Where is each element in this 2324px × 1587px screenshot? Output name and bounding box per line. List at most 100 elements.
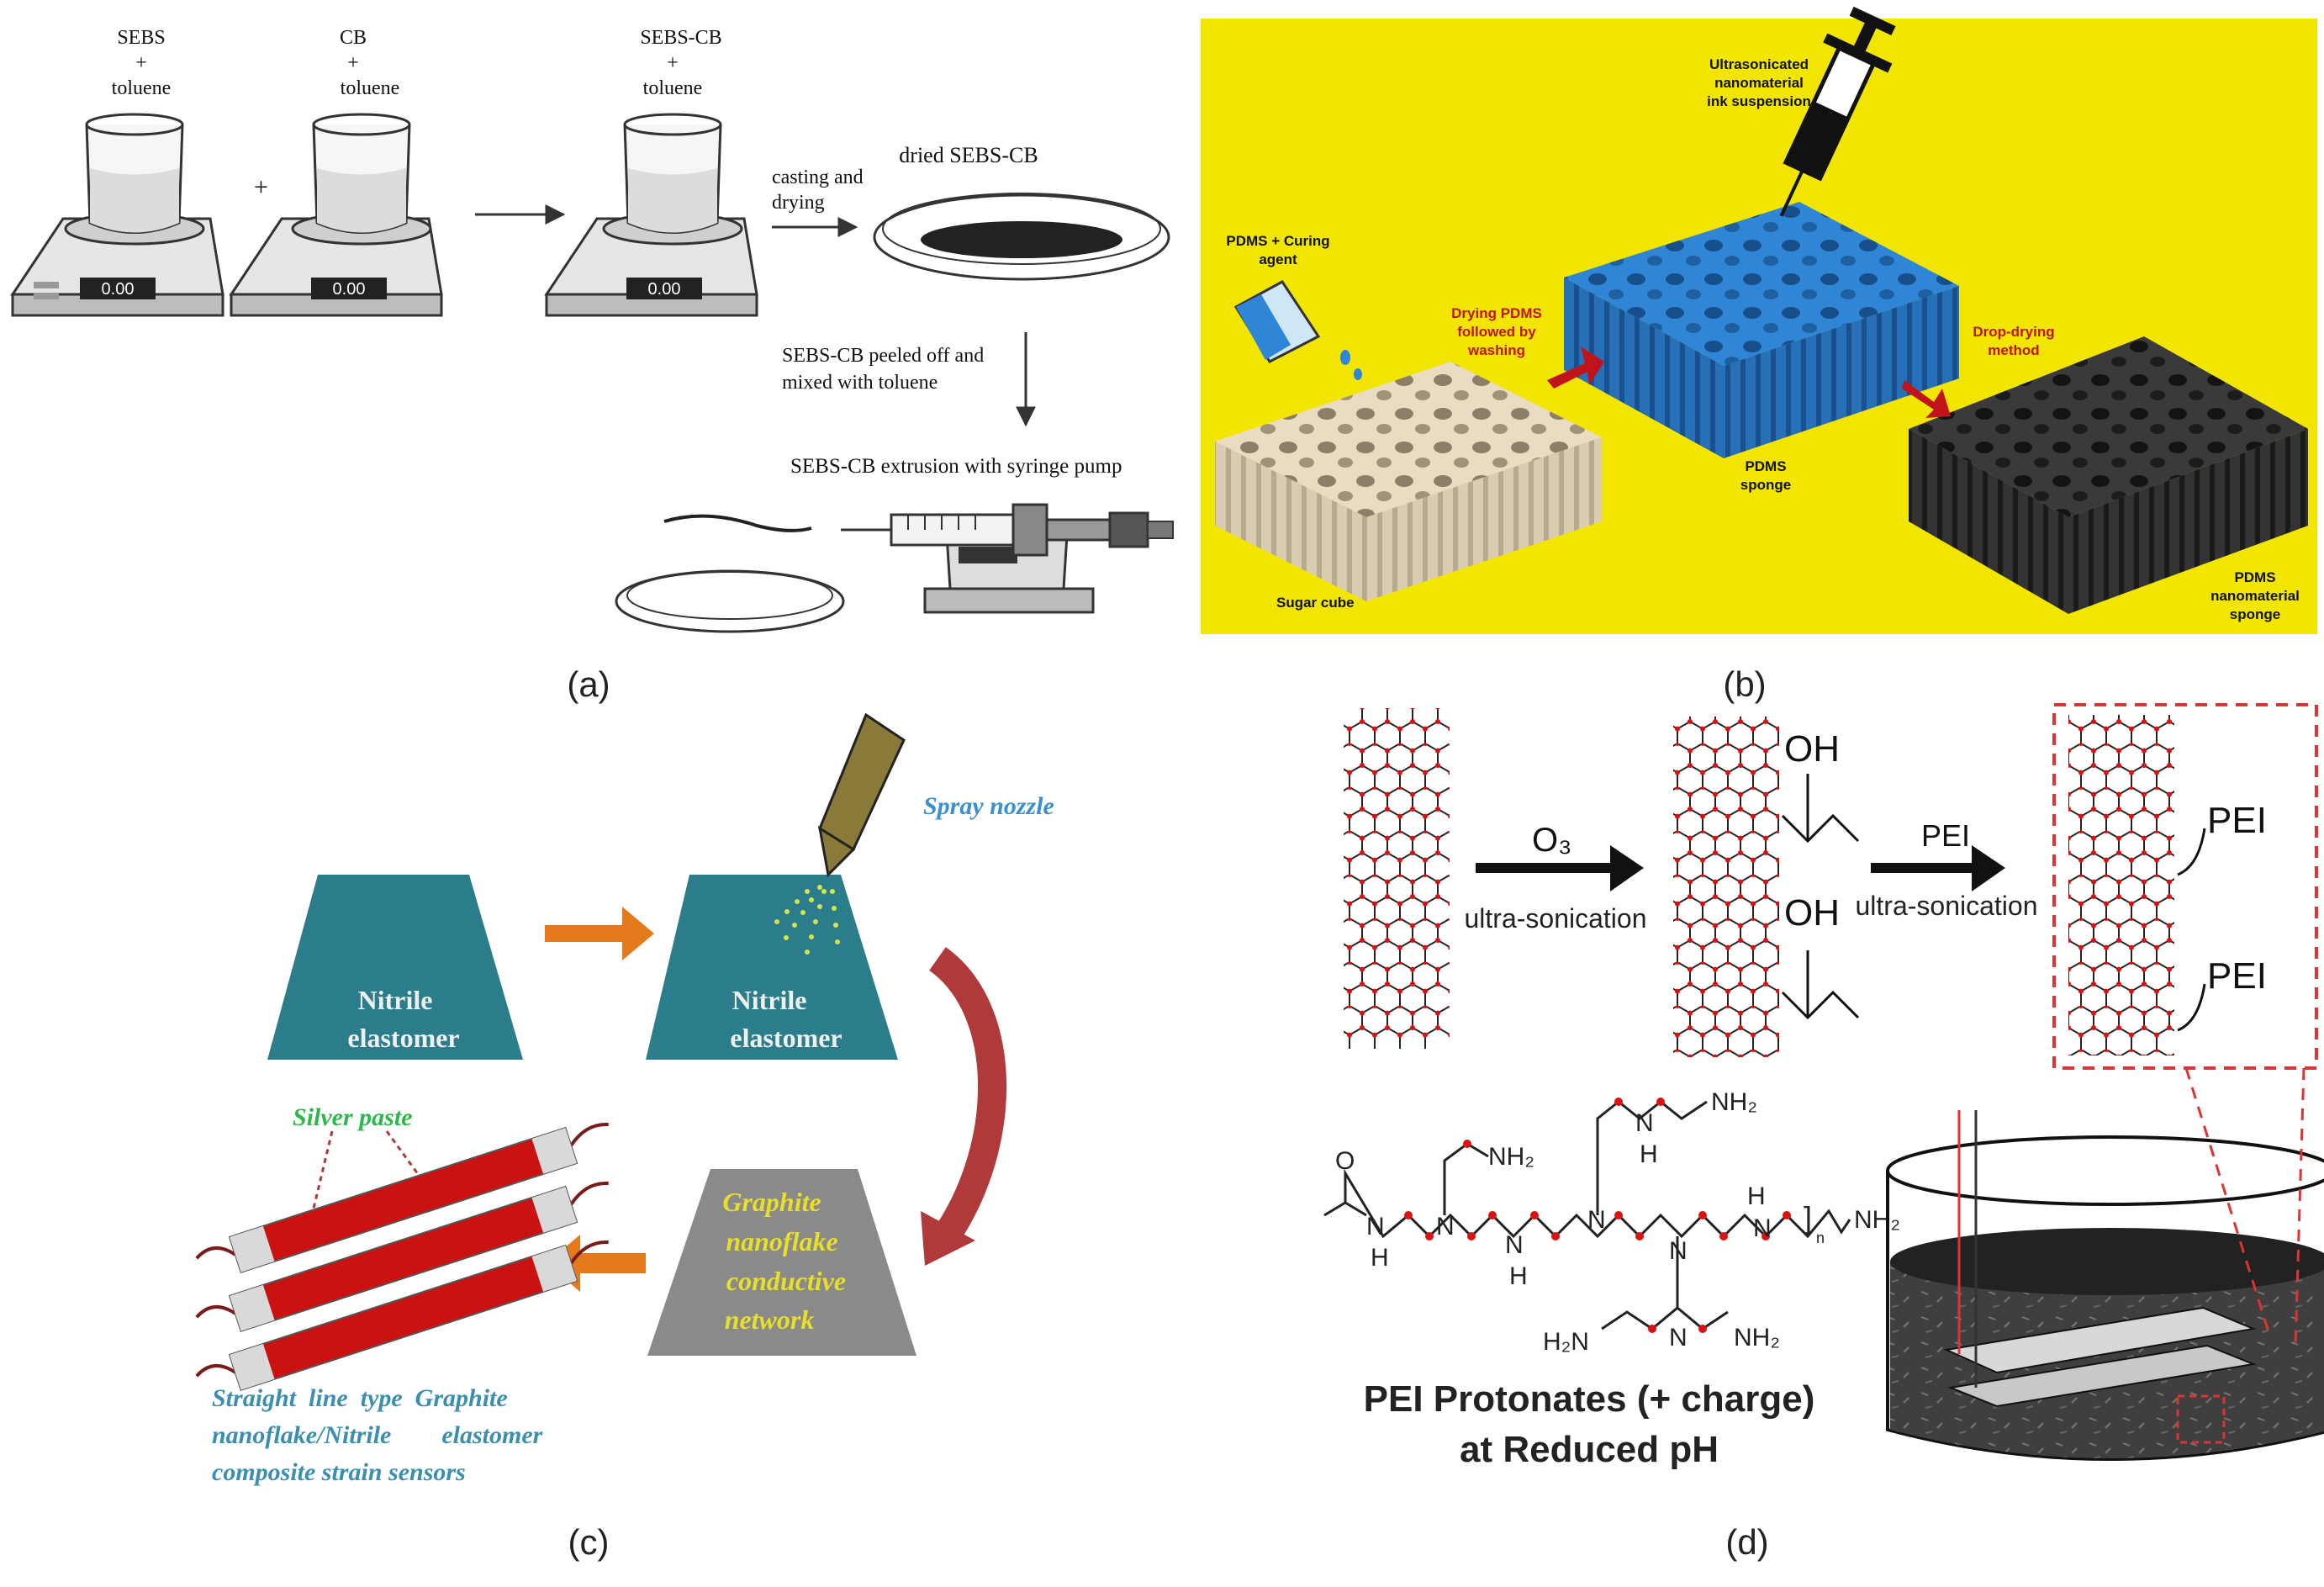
svg-text:CB: CB <box>340 27 367 49</box>
label-oh: OH <box>1784 892 1840 934</box>
svg-text:Graphite: Graphite <box>722 1187 821 1217</box>
graphene-sheet-2 <box>1673 717 1779 1057</box>
arrow-head <box>921 1211 975 1266</box>
svg-text:N: N <box>1753 1214 1772 1242</box>
svg-text:NH₂: NH₂ <box>1488 1143 1534 1171</box>
svg-text:H: H <box>1509 1262 1528 1290</box>
svg-text:Drop-drying: Drop-drying <box>1973 324 2054 340</box>
svg-text:PDMS: PDMS <box>2234 569 2275 585</box>
beaker-scale-3: 0.00 <box>544 113 758 317</box>
caption-a: (a) <box>567 664 610 704</box>
svg-text:ink suspension: ink suspension <box>1707 93 1811 109</box>
svg-text:n: n <box>1816 1230 1825 1246</box>
svg-text:toluene: toluene <box>112 77 172 99</box>
svg-text:N: N <box>1669 1324 1688 1352</box>
svg-text:nanomaterial: nanomaterial <box>1714 75 1804 91</box>
label-graphite: Graphite nanoflake conductive network <box>722 1187 846 1335</box>
svg-text:toluene: toluene <box>643 77 703 99</box>
label-pei: PEI <box>2207 955 2267 997</box>
svg-text:at Reduced pH: at Reduced pH <box>1460 1429 1719 1470</box>
svg-text:Nitrile: Nitrile <box>732 985 807 1015</box>
scale-display: 0.00 <box>102 280 135 299</box>
label-beaker-1: SEBS + toluene <box>112 27 172 99</box>
strain-sensors <box>195 1123 609 1391</box>
svg-text:sponge: sponge <box>2230 606 2280 622</box>
caption-c: (c) <box>568 1522 610 1562</box>
scale-display: 0.00 <box>333 280 366 299</box>
label-ultrasonication-2: ultra-sonication <box>1856 891 2038 921</box>
hydroxyl-groups <box>1781 774 1860 1020</box>
svg-text:Ultrasonicated: Ultrasonicated <box>1709 56 1809 72</box>
zoom-box <box>2052 703 2318 1070</box>
label-pdms-curing: PDMS + Curing agent <box>1226 233 1329 267</box>
beaker-scale-1: 0.00 <box>10 113 224 317</box>
label-extrusion: SEBS-CB extrusion with syringe pump <box>790 455 1122 478</box>
svg-text:N: N <box>1669 1237 1688 1265</box>
label-nano-sponge: PDMS nanomaterial sponge <box>2210 569 2300 622</box>
label-drop-drying: Drop-drying method <box>1973 324 2054 358</box>
label-nitrile-1: Nitrile elastomer <box>347 985 459 1053</box>
label-spray: Spray nozzle <box>923 792 1054 820</box>
svg-text:SEBS-CB: SEBS-CB <box>640 27 721 49</box>
beaker-scale-2: 0.00 <box>229 113 443 317</box>
svg-text:Nitrile: Nitrile <box>358 985 433 1015</box>
caption-d: (d) <box>1725 1522 1768 1562</box>
svg-text:agent: agent <box>1259 251 1297 267</box>
label-sensor: Straight line type Graphite nanoflake/Ni… <box>212 1384 543 1486</box>
graphene-sheet-1 <box>1344 708 1450 1049</box>
svg-text:PEI Protonates (+ charge): PEI Protonates (+ charge) <box>1364 1378 1815 1420</box>
label-casting: casting and drying <box>772 167 864 214</box>
svg-text:composite strain sensors: composite strain sensors <box>212 1458 466 1486</box>
beaker-electrodes <box>1886 1067 2324 1461</box>
pdms-sponge <box>1564 202 1959 458</box>
svg-text:N: N <box>1366 1213 1385 1241</box>
scale-display: 0.00 <box>648 280 681 299</box>
nanomaterial-sponge <box>1909 336 2308 614</box>
svg-text:PDMS + Curing: PDMS + Curing <box>1226 233 1329 249</box>
svg-text:method: method <box>1988 342 2039 358</box>
arrow-red <box>1902 380 1951 418</box>
svg-text:N: N <box>1635 1109 1654 1137</box>
label-oh: OH <box>1784 728 1840 770</box>
svg-text:Straight line type Graphite: Straight line type Graphite <box>212 1384 508 1412</box>
svg-text:conductive: conductive <box>726 1266 846 1296</box>
svg-text:H: H <box>1640 1140 1658 1168</box>
nitrile-block-1 <box>267 875 523 1060</box>
svg-text:washing: washing <box>1467 342 1525 358</box>
svg-text:drying: drying <box>772 192 825 214</box>
syringe-pump <box>615 503 1174 633</box>
label-o3: O₃ <box>1532 822 1571 859</box>
pouring-beaker-icon <box>1233 280 1362 380</box>
svg-text:+: + <box>667 52 679 74</box>
svg-text:NH₂: NH₂ <box>1854 1206 1900 1234</box>
svg-text:H₂N: H₂N <box>1543 1328 1589 1356</box>
panel-b: Ultrasonicated nanomaterial ink suspensi… <box>1201 6 2317 704</box>
svg-text:casting and: casting and <box>772 167 864 188</box>
svg-text:SEBS-CB peeled off and: SEBS-CB peeled off and <box>782 345 984 367</box>
svg-text:+: + <box>135 52 147 74</box>
svg-text:+: + <box>347 52 359 74</box>
label-pdms-sponge: PDMS sponge <box>1740 458 1791 493</box>
svg-text:H: H <box>1371 1244 1389 1272</box>
graphene-sheet-3 <box>2068 715 2174 1055</box>
label-pei-arrow: PEI <box>1921 818 1970 853</box>
label-peel: SEBS-CB peeled off and mixed with toluen… <box>782 345 984 394</box>
panel-c: Nitrile elastomer Nitrile elastomer Spra… <box>195 712 1054 1562</box>
svg-text:nanoflake: nanoflake <box>726 1226 837 1256</box>
svg-text:N: N <box>1587 1206 1606 1234</box>
panel-a: 0.00 SEBS + toluene + 0.00 CB + to <box>10 27 1174 704</box>
syringe-icon <box>1779 6 1896 217</box>
svg-text:elastomer: elastomer <box>730 1023 842 1053</box>
svg-text:mixed with toluene: mixed with toluene <box>782 372 938 394</box>
label-ink: Ultrasonicated nanomaterial ink suspensi… <box>1707 56 1811 109</box>
petri-dish <box>873 193 1170 281</box>
svg-text:nanoflake/Nitrile elast: nanoflake/Nitrile elastomer <box>212 1421 543 1449</box>
svg-text:PDMS: PDMS <box>1745 458 1786 474</box>
svg-text:NH₂: NH₂ <box>1711 1088 1757 1116</box>
arrow-curved <box>928 947 1006 1245</box>
panel-d: O₃ ultra-sonication OH OH PEI ultra-soni… <box>1323 703 2324 1562</box>
svg-text:H: H <box>1747 1182 1766 1210</box>
label-ultrasonication-1: ultra-sonication <box>1465 903 1647 934</box>
spray-nozzle-icon <box>774 712 906 955</box>
svg-text:NH₂: NH₂ <box>1734 1324 1780 1352</box>
